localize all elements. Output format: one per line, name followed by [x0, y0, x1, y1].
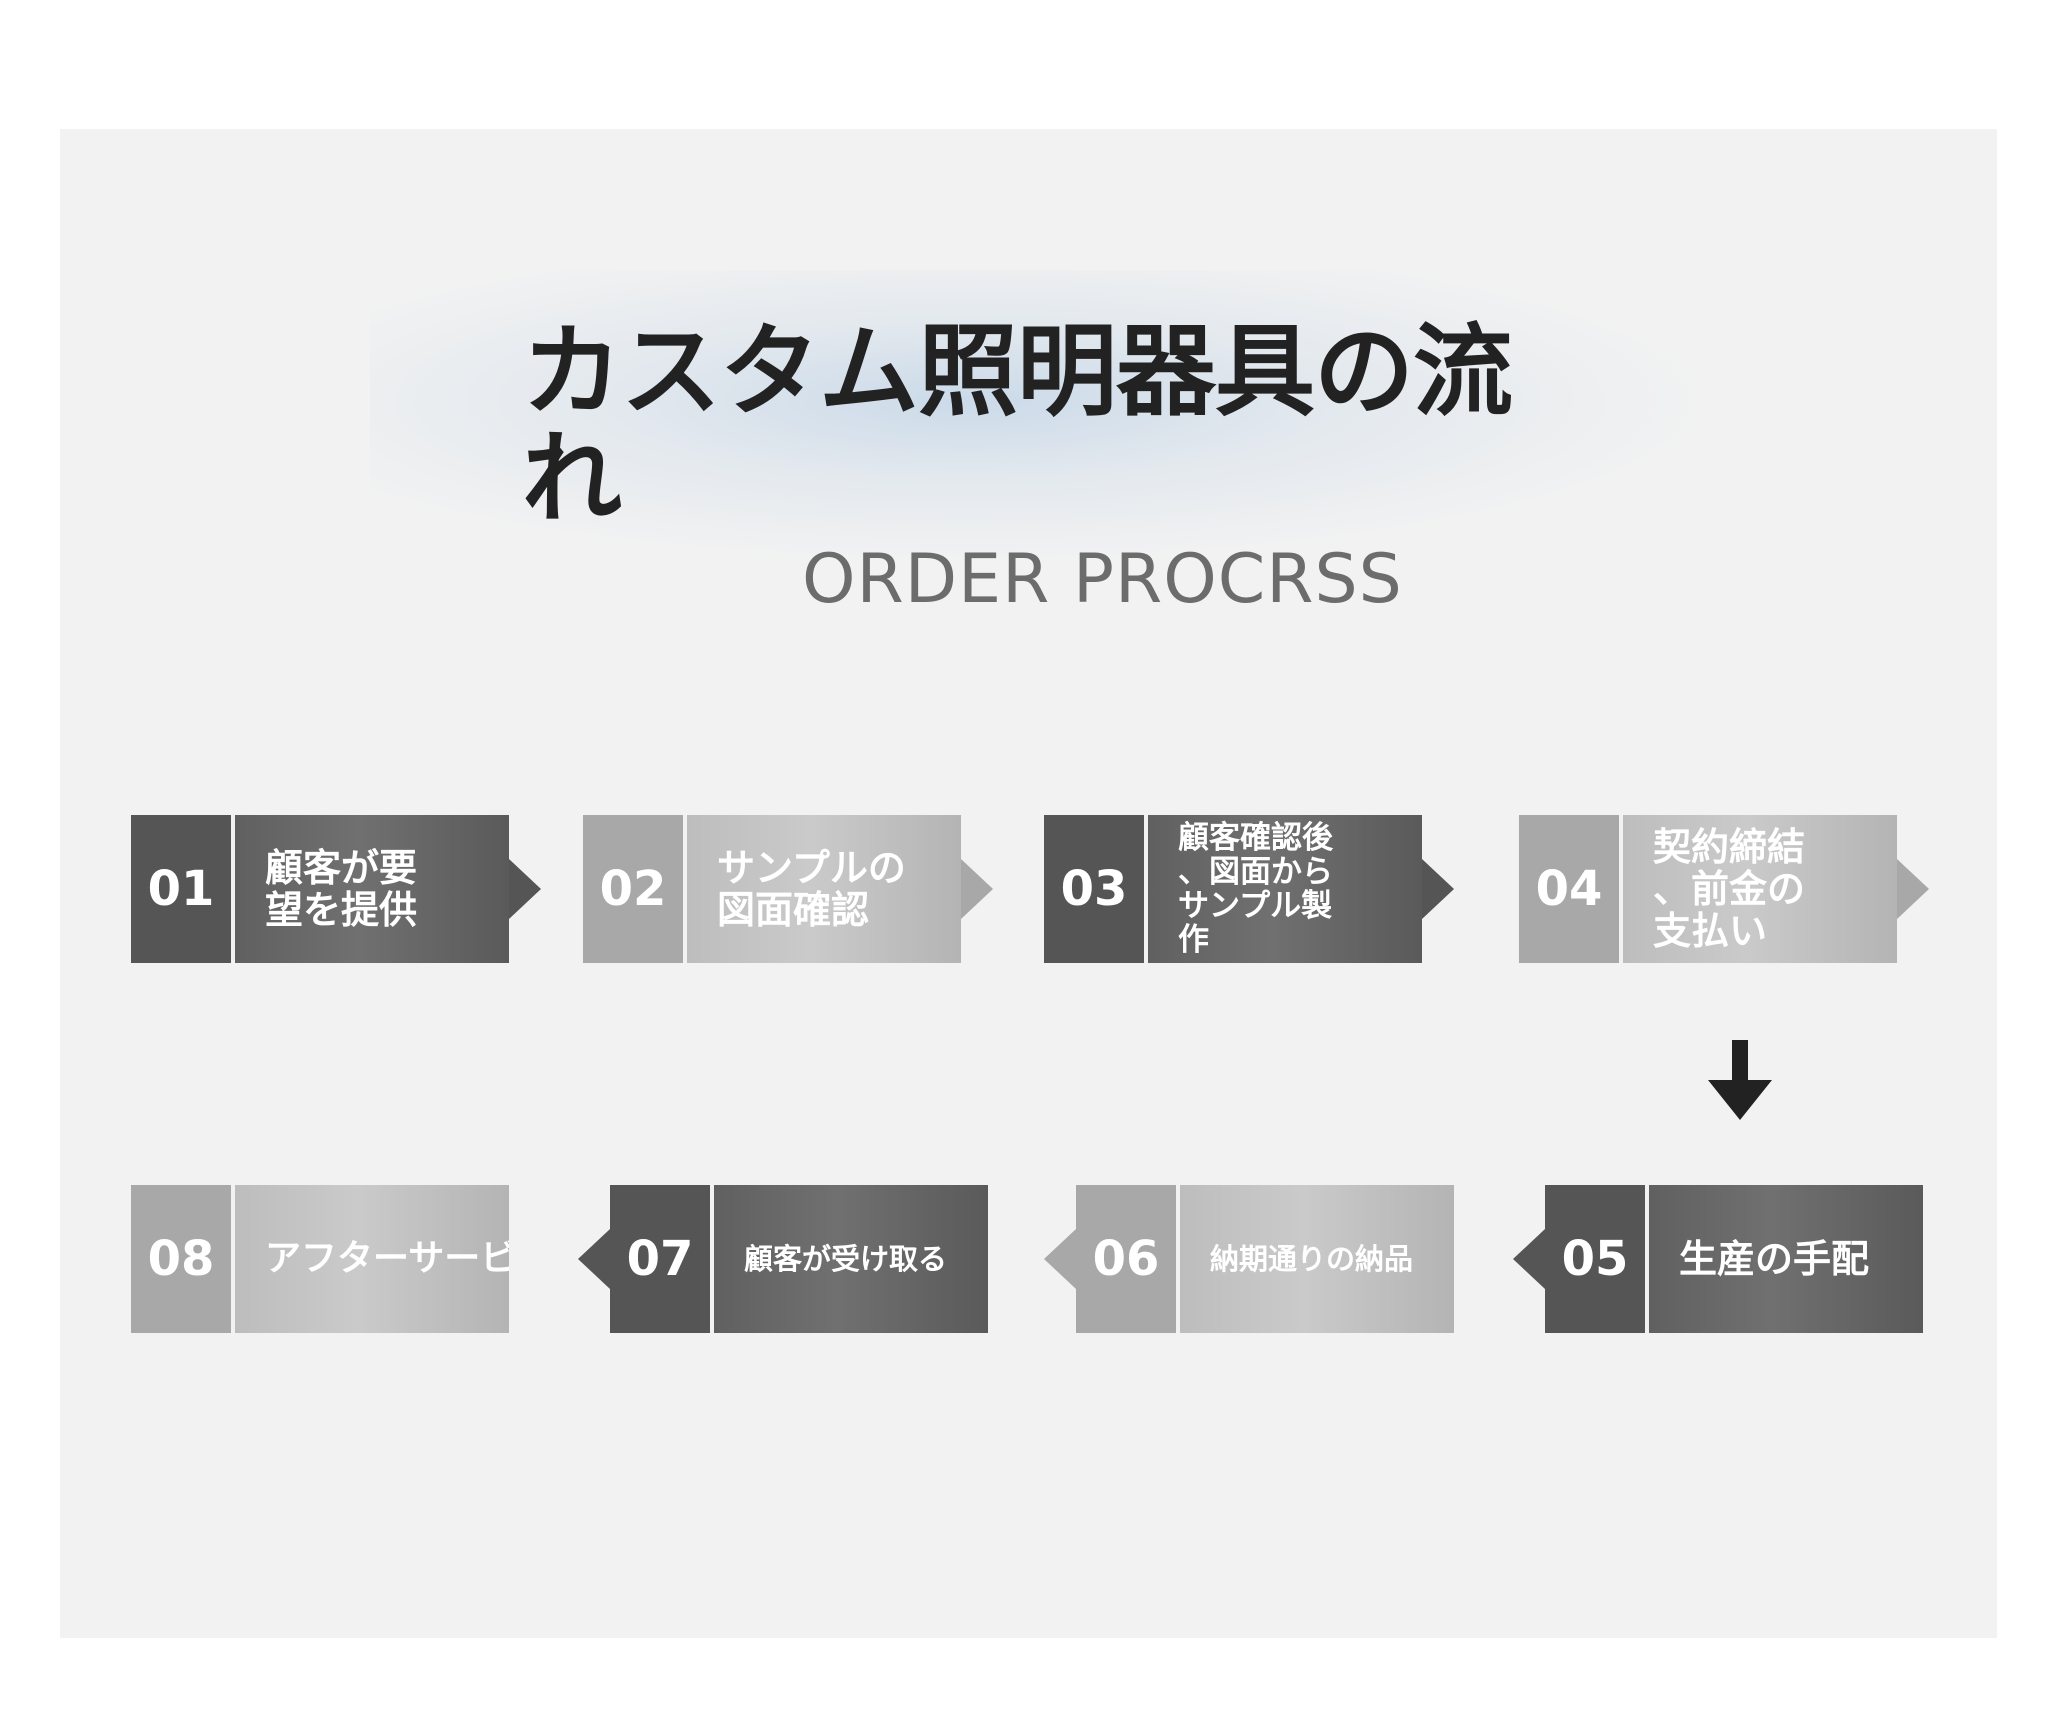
- step-03: 03 顧客確認後 、図面から サンプル製 作: [1044, 815, 1454, 963]
- step-number: 04: [1519, 815, 1619, 963]
- step-label: 納期通りの納品: [1180, 1185, 1454, 1333]
- step-label: 生産の手配: [1649, 1185, 1923, 1333]
- step-04: 04 契約締結 、前金の 支払い: [1519, 815, 1929, 963]
- step-07: 07 顧客が受け取る: [578, 1185, 988, 1333]
- step-01: 01 顧客が要 望を提供: [131, 815, 541, 963]
- step-label: 顧客が要 望を提供: [235, 815, 509, 963]
- step-label: サンプルの 図面確認: [687, 815, 961, 963]
- step-number: 01: [131, 815, 231, 963]
- step-label: 顧客確認後 、図面から サンプル製 作: [1148, 815, 1422, 963]
- title-glow-decoration: [370, 270, 1700, 560]
- chevron-arrow-icon: [1422, 859, 1454, 919]
- step-label: 顧客が受け取る: [714, 1185, 988, 1333]
- page-subtitle: ORDER PROCRSS: [802, 540, 1403, 619]
- step-label: 契約締結 、前金の 支払い: [1623, 815, 1897, 963]
- step-02: 02 サンプルの 図面確認: [583, 815, 993, 963]
- page-title: カスタム照明器具の流れ: [522, 313, 1513, 537]
- step-08: 08 アフターサービス: [131, 1185, 509, 1333]
- step-06: 06 納期通りの納品: [1044, 1185, 1454, 1333]
- arrow-down-icon: [1708, 1040, 1772, 1120]
- step-05: 05 生産の手配: [1513, 1185, 1923, 1333]
- step-number: 03: [1044, 815, 1144, 963]
- step-number: 08: [131, 1185, 231, 1333]
- chevron-arrow-icon: [1044, 1229, 1076, 1289]
- chevron-arrow-icon: [578, 1229, 610, 1289]
- chevron-arrow-icon: [1513, 1229, 1545, 1289]
- chevron-arrow-icon: [509, 859, 541, 919]
- step-number: 05: [1545, 1185, 1645, 1333]
- step-number: 06: [1076, 1185, 1176, 1333]
- chevron-arrow-icon: [1897, 859, 1929, 919]
- step-number: 07: [610, 1185, 710, 1333]
- step-number: 02: [583, 815, 683, 963]
- step-label: アフターサービス: [235, 1185, 509, 1333]
- chevron-arrow-icon: [961, 859, 993, 919]
